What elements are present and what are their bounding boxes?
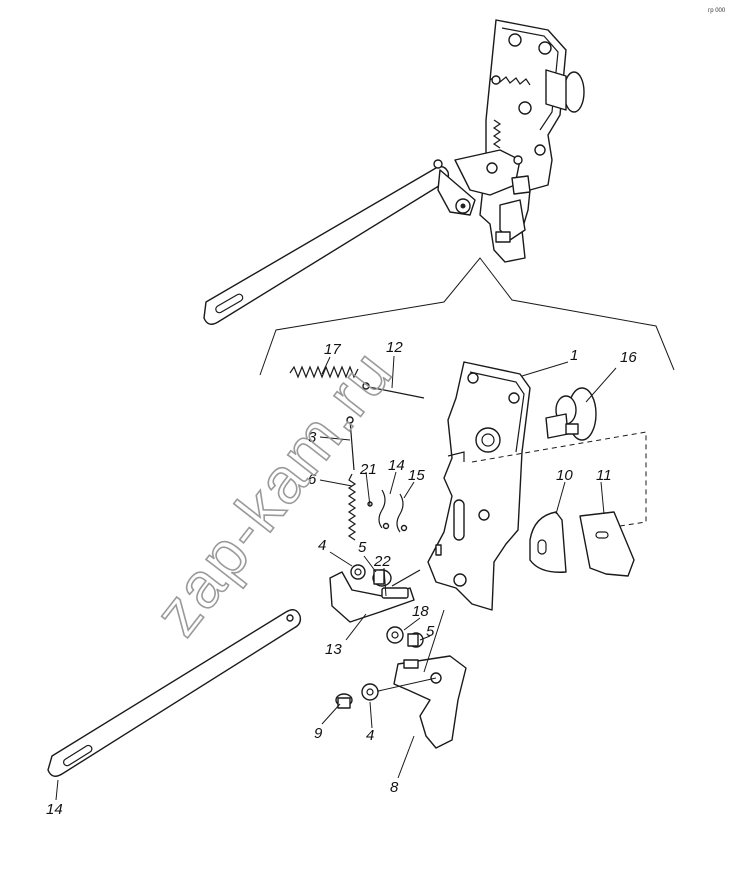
callout-12: 12 bbox=[386, 339, 403, 356]
callout-5-upper: 5 bbox=[358, 539, 367, 556]
callout-4-lower: 4 bbox=[366, 727, 374, 744]
part-10-cam bbox=[529, 511, 567, 573]
leader-4-to-8 bbox=[373, 677, 437, 693]
guide-dashed-10-11 bbox=[471, 431, 647, 527]
part-4-washer-lower bbox=[361, 683, 379, 701]
callout-8: 8 bbox=[390, 779, 399, 796]
part-9-bolt bbox=[335, 693, 353, 709]
part-18-washer bbox=[386, 626, 424, 648]
callout-14-rod: 14 bbox=[46, 801, 63, 818]
part-8-lever bbox=[393, 655, 467, 749]
callout-21: 21 bbox=[359, 461, 377, 478]
callout-1: 1 bbox=[570, 347, 578, 364]
part-6-spring bbox=[347, 473, 357, 541]
part-16-rotor bbox=[545, 387, 597, 441]
view-connector bbox=[259, 257, 675, 376]
callout-labels: 1 16 17 12 3 6 21 14 15 4 5 22 13 18 5 1… bbox=[46, 339, 637, 818]
callout-11: 11 bbox=[596, 467, 612, 484]
corner-mark: гр 000 bbox=[708, 8, 726, 14]
assembled-lock-mechanism bbox=[203, 19, 585, 325]
part-13-lever bbox=[329, 564, 421, 623]
callout-9: 9 bbox=[314, 725, 323, 742]
callout-6: 6 bbox=[308, 471, 317, 488]
callout-5-lower: 5 bbox=[426, 623, 435, 640]
callout-18: 18 bbox=[412, 603, 429, 620]
callout-22: 22 bbox=[373, 553, 391, 570]
part-3-rod bbox=[346, 416, 355, 471]
callout-14-small: 14 bbox=[388, 457, 405, 474]
parts-14-15-clips bbox=[367, 489, 408, 533]
part-12-pin bbox=[362, 382, 425, 399]
part-11-plate bbox=[579, 511, 635, 577]
leader-lines bbox=[55, 355, 617, 801]
leader-8-to-plate bbox=[423, 609, 445, 673]
callout-16: 16 bbox=[620, 349, 637, 366]
callout-4-upper: 4 bbox=[318, 537, 326, 554]
callout-13: 13 bbox=[325, 641, 342, 658]
callout-3: 3 bbox=[308, 429, 317, 446]
part-14-rod bbox=[47, 609, 302, 777]
part-17-spring bbox=[289, 365, 359, 379]
callout-15: 15 bbox=[408, 467, 425, 484]
part-1-lock-plate bbox=[427, 361, 531, 611]
callout-17: 17 bbox=[324, 341, 341, 358]
callout-10: 10 bbox=[556, 467, 573, 484]
